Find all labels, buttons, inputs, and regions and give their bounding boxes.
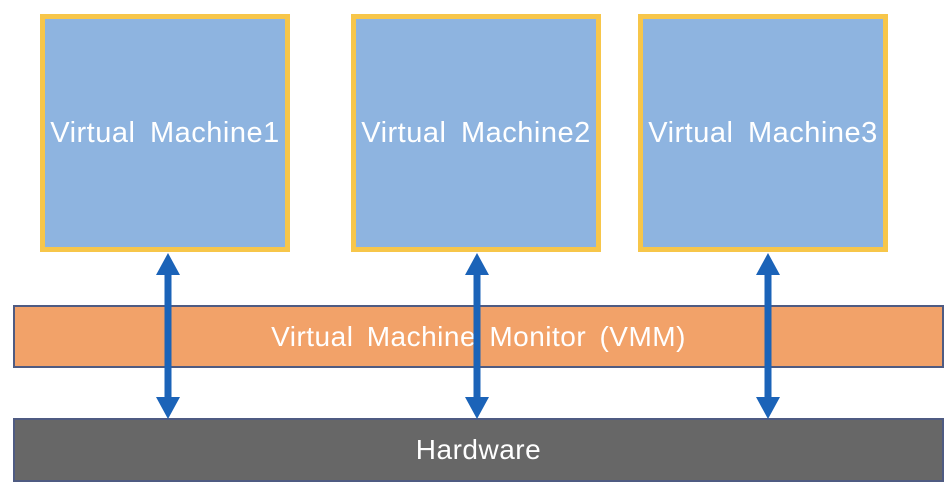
hardware-bar-label: Hardware — [415, 434, 542, 465]
vm-box-1-label: Virtual Machine1 — [50, 116, 280, 149]
vm-box-3-label: Virtual Machine3 — [648, 116, 878, 149]
double-arrow-icon-vm2 — [463, 253, 491, 419]
vm-box-2-label: Virtual Machine2 — [361, 116, 591, 149]
vm-box-3: Virtual Machine3 — [638, 14, 888, 252]
hardware-bar: Hardware — [13, 418, 944, 482]
double-arrow-icon-vm3 — [754, 253, 782, 419]
double-arrow-icon-vm1 — [154, 253, 182, 419]
vm-box-1: Virtual Machine1 — [40, 14, 290, 252]
vm-box-2: Virtual Machine2 — [351, 14, 601, 252]
